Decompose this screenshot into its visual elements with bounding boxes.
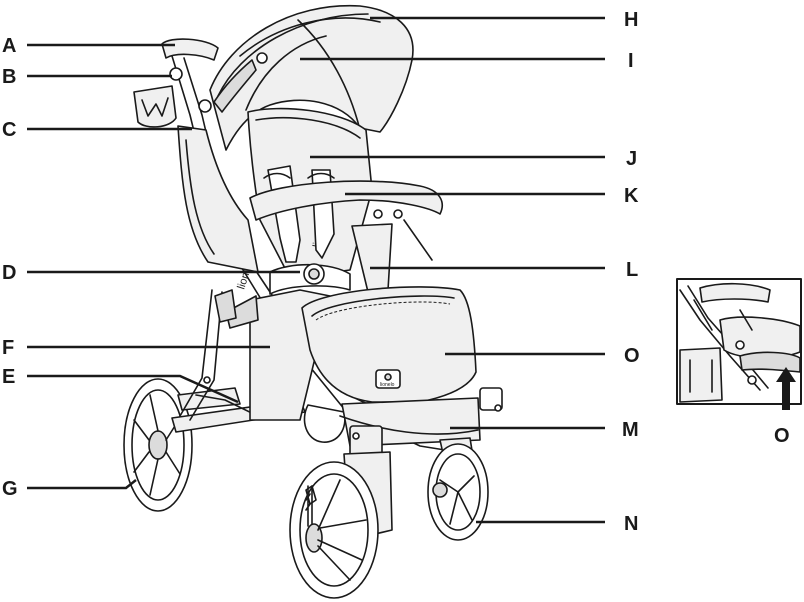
- callout-label-a: A: [2, 35, 16, 57]
- inset-detail: O: [677, 279, 801, 447]
- stroller-drawing: lionelo lionelo: [124, 6, 502, 598]
- callout-label-d: D: [2, 262, 16, 284]
- rear-wheel-right: [304, 405, 344, 442]
- callout-label-n: N: [624, 513, 638, 535]
- callout-label-b: B: [2, 66, 16, 88]
- rear-panel: [178, 126, 258, 272]
- callout-label-g: G: [2, 478, 18, 500]
- callout-label-c: C: [2, 119, 16, 141]
- callout-label-k: K: [624, 185, 639, 207]
- callout-line-g: [27, 480, 136, 488]
- callout-label-f: F: [2, 337, 14, 359]
- callout-label-l: L: [626, 259, 638, 281]
- front-wheel-left: [290, 462, 378, 598]
- inset-label: O: [774, 425, 790, 447]
- callout-label-e: E: [2, 366, 15, 388]
- cup-holder: [134, 86, 176, 127]
- badge-brand-text: lionelo: [380, 382, 395, 388]
- callout-label-m: M: [622, 419, 639, 441]
- leg-cover: lionelo: [302, 287, 476, 402]
- callout-label-h: H: [624, 9, 638, 31]
- callout-label-o: O: [624, 345, 640, 367]
- front-wheel-right: [428, 444, 488, 540]
- callout-label-i: I: [628, 50, 634, 72]
- callout-label-j: J: [626, 148, 637, 170]
